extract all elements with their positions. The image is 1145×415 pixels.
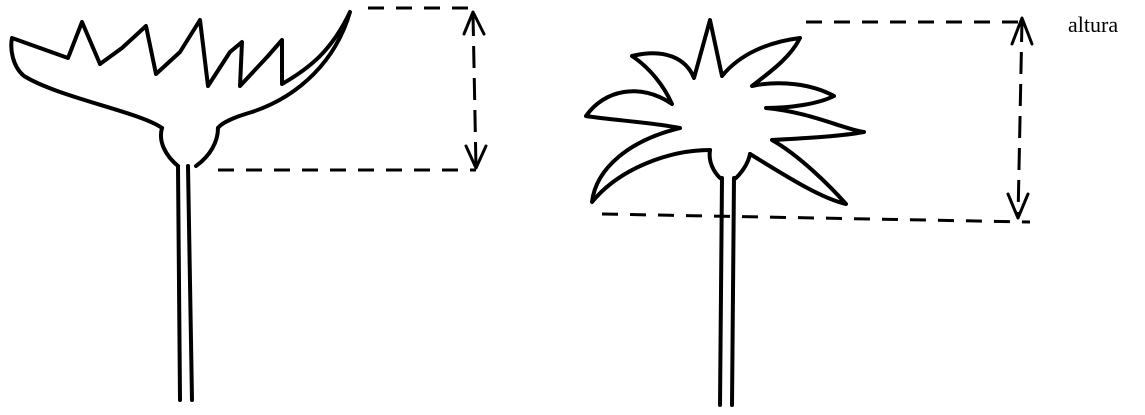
right-height-arrow-line [1018,20,1022,218]
left-flower-receptacle [161,128,218,166]
right-bottom-dashed-line [602,214,1030,222]
right-flower-receptacle [710,150,750,178]
right-flower-head [586,20,864,204]
left-flower [11,12,350,400]
left-height-arrow-line [473,14,476,168]
left-flower-stem [178,166,192,400]
right-flower-stem [720,178,734,405]
left-height-indicator [218,8,486,170]
height-label: altura [1068,14,1118,36]
left-flower-head [11,12,350,128]
right-flower [586,20,864,405]
